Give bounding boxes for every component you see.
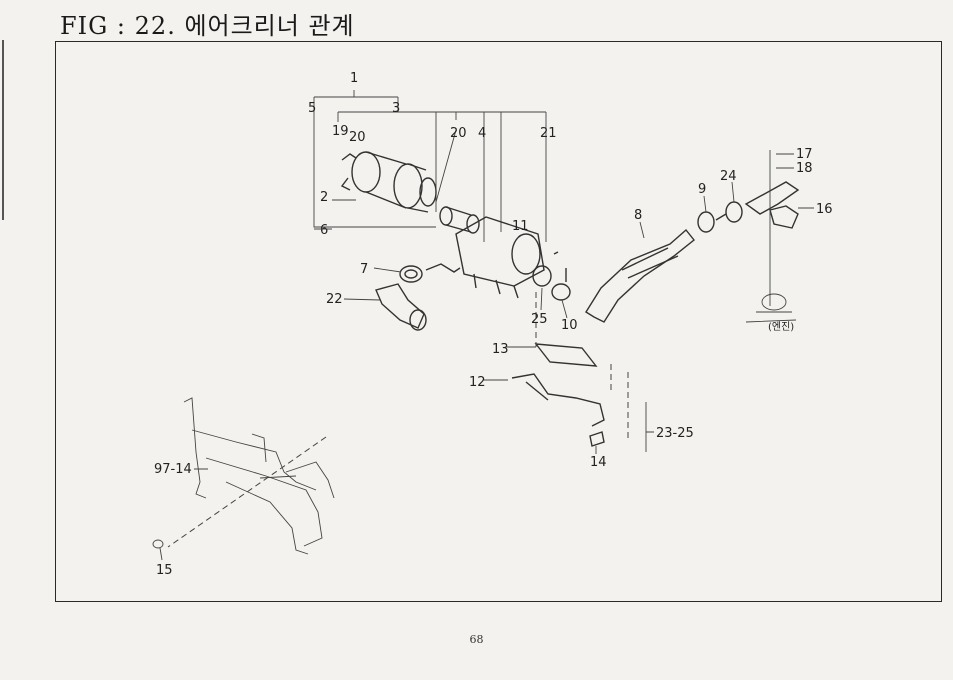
callout-4: 4: [478, 126, 486, 141]
callout-25: 25: [531, 312, 548, 327]
engine-hose: [744, 181, 800, 229]
hose-band: [399, 265, 423, 283]
callout-9: 9: [698, 182, 706, 197]
mounting-plate: [511, 343, 605, 447]
diagram-frame: 1 5 3 19 20 20 4 21 2 6 11 7 22 25 10 8 …: [55, 41, 942, 602]
page-title: FIG : 22. 에어크리너 관계: [60, 12, 355, 40]
group-bracket: [313, 90, 547, 242]
callout-21: 21: [540, 126, 557, 141]
callout-14: 14: [590, 455, 607, 470]
callout-19: 19: [332, 124, 349, 139]
callout-13: 13: [492, 342, 509, 357]
callout-97-14: 97-14: [154, 462, 192, 477]
callout-20b: 20: [450, 126, 467, 141]
air-cleaner-element: [340, 151, 437, 213]
hose-clamp: [697, 201, 743, 233]
inlet-elbow: [375, 283, 427, 331]
callout-23-25: 23-25: [656, 426, 694, 441]
callout-24: 24: [720, 169, 737, 184]
air-cleaner-body: [425, 216, 545, 299]
callout-leaders: [159, 153, 814, 561]
intake-pipe: [585, 228, 695, 323]
callout-1: 1: [350, 71, 358, 86]
callout-12: 12: [469, 375, 486, 390]
engine-mount: [745, 150, 797, 323]
callout-11: 11: [512, 219, 529, 234]
callout-18: 18: [796, 161, 813, 176]
callout-5: 5: [308, 101, 316, 116]
callout-16: 16: [816, 202, 833, 217]
chassis-frame: [152, 397, 335, 555]
callout-15: 15: [156, 563, 173, 578]
callout-20a: 20: [349, 130, 366, 145]
outlet-connector: [532, 251, 571, 301]
page-number: 68: [469, 633, 484, 646]
callout-22: 22: [326, 292, 343, 307]
inner-tube: [439, 206, 480, 234]
callout-7: 7: [360, 262, 368, 277]
callout-6: 6: [320, 223, 328, 238]
callout-3: 3: [392, 101, 400, 116]
leader-lines: [167, 292, 629, 548]
callout-2: 2: [320, 190, 328, 205]
parts-diagram: 1 5 3 19 20 20 4 21 2 6 11 7 22 25 10 8 …: [152, 71, 833, 578]
callout-8: 8: [634, 208, 642, 223]
engine-label: (엔진): [768, 321, 794, 333]
part-callouts: 1 5 3 19 20 20 4 21 2 6 11 7 22 25 10 8 …: [154, 71, 833, 578]
callout-17: 17: [796, 147, 813, 162]
callout-10: 10: [561, 318, 578, 333]
margin-rule: [2, 40, 4, 220]
